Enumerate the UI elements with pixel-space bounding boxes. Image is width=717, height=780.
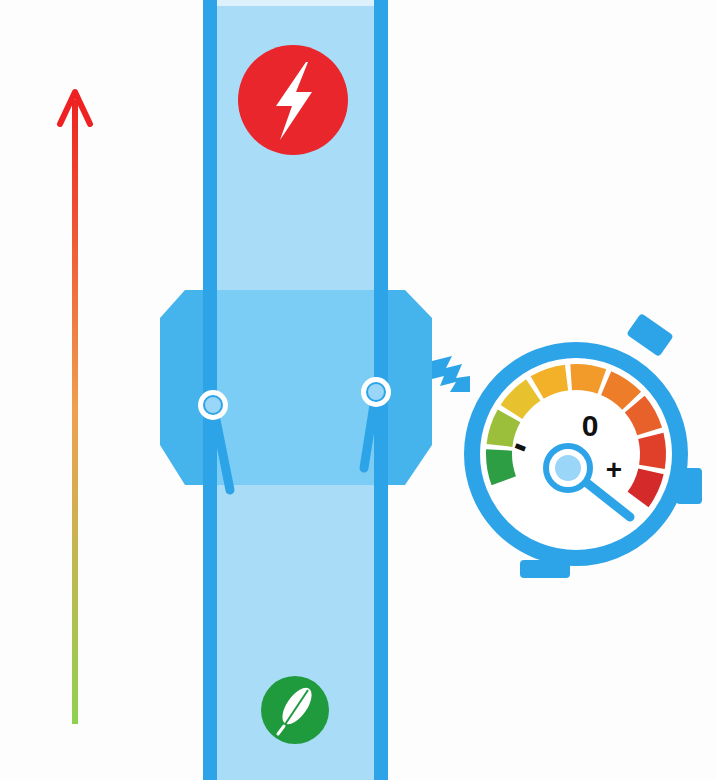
gauge-mark: + — [606, 456, 622, 484]
arrow-head — [60, 92, 90, 124]
leaf-vein — [284, 690, 308, 726]
pivot-core — [367, 383, 385, 401]
pipe-edge — [217, 0, 374, 6]
pipe-wall — [203, 0, 217, 780]
eco-icon — [261, 676, 329, 744]
valve-housing — [160, 290, 432, 485]
gauge-connector — [428, 356, 470, 392]
gauge-segment — [628, 468, 664, 507]
gauge-ring — [472, 350, 680, 558]
pivot-core — [204, 396, 222, 414]
power-icon — [238, 45, 348, 155]
pivot — [361, 377, 391, 407]
gauge-segment — [625, 396, 662, 435]
leaf-stem — [278, 726, 284, 734]
gauge-segment — [570, 364, 606, 394]
pipe — [203, 0, 388, 780]
gauge-hub — [546, 446, 590, 490]
valve-body — [217, 290, 374, 485]
pivot — [198, 390, 228, 420]
gauge-segment — [501, 379, 541, 419]
gauge-mark: 0 — [582, 411, 599, 441]
gauge-scale — [486, 364, 666, 507]
pressure-gauge — [472, 313, 702, 578]
gauge-hub-core — [555, 455, 581, 481]
gauge-segment — [638, 433, 666, 469]
pipe-wall — [203, 290, 217, 485]
lightning-bolt — [276, 62, 312, 140]
leaf — [277, 683, 317, 729]
gauge-segment — [531, 365, 569, 399]
gauge-notch — [626, 313, 674, 357]
trend-arrow — [72, 100, 78, 724]
